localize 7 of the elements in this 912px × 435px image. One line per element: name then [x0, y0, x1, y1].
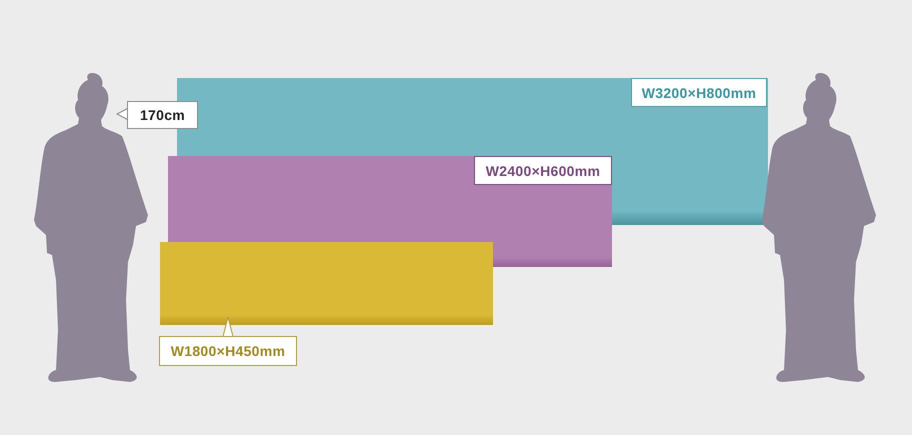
size-label: W3200×H800mm — [631, 78, 767, 107]
callout-pointer — [116, 108, 128, 120]
callout-pointer — [222, 316, 234, 337]
height-label: 170cm — [127, 101, 198, 129]
size-label: W1800×H450mm — [159, 336, 297, 366]
banner — [160, 242, 493, 325]
size-label: W2400×H600mm — [474, 156, 612, 185]
